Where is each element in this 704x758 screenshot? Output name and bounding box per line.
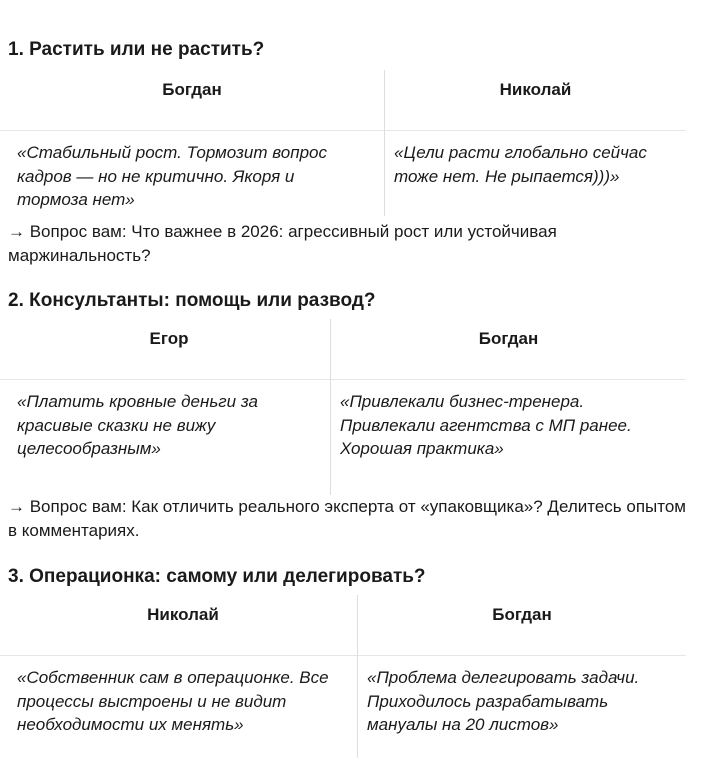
column-divider — [357, 595, 358, 758]
comparison-table: Егор Богдан «Платить кровные деньги за к… — [0, 319, 686, 495]
quote-cell: «Цели расти глобально сейчас тоже нет. Н… — [394, 143, 647, 186]
column-header: Николай — [147, 605, 219, 624]
section-heading: 1. Растить или не растить? — [8, 39, 265, 60]
section-heading: 2. Консультанты: помощь или развод? — [8, 290, 376, 311]
comparison-table: Николай Богдан «Собственник сам в операц… — [0, 595, 686, 758]
table-header-row — [0, 595, 686, 656]
column-header: Егор — [149, 329, 189, 348]
column-header: Николай — [499, 80, 572, 99]
column-divider — [384, 70, 385, 216]
comparison-table: Богдан Николай «Стабильный рост. Тормози… — [0, 70, 686, 216]
quote-cell: «Собственник сам в операционке. Все проц… — [17, 668, 329, 734]
table-header-row — [0, 319, 686, 380]
quote-cell: «Стабильный рост. Тормозит вопрос кадров… — [17, 143, 327, 209]
section-heading: 3. Операционка: самому или делегировать? — [8, 566, 426, 587]
quote-cell: «Платить кровные деньги за красивые сказ… — [17, 392, 258, 458]
column-header: Богдан — [478, 329, 539, 348]
quote-cell: «Проблема делегировать задачи. Приходило… — [367, 668, 640, 734]
question-text: → Вопрос вам: Что важнее в 2026: агресси… — [8, 222, 557, 265]
column-header: Богдан — [492, 605, 552, 624]
quote-cell: «Привлекали бизнес-тренера. Привлекали а… — [340, 392, 632, 458]
question-text: → Вопрос вам: Как отличить реального экс… — [8, 497, 686, 540]
column-divider — [330, 319, 331, 495]
column-header: Богдан — [162, 80, 222, 99]
table-header-row — [0, 70, 686, 131]
